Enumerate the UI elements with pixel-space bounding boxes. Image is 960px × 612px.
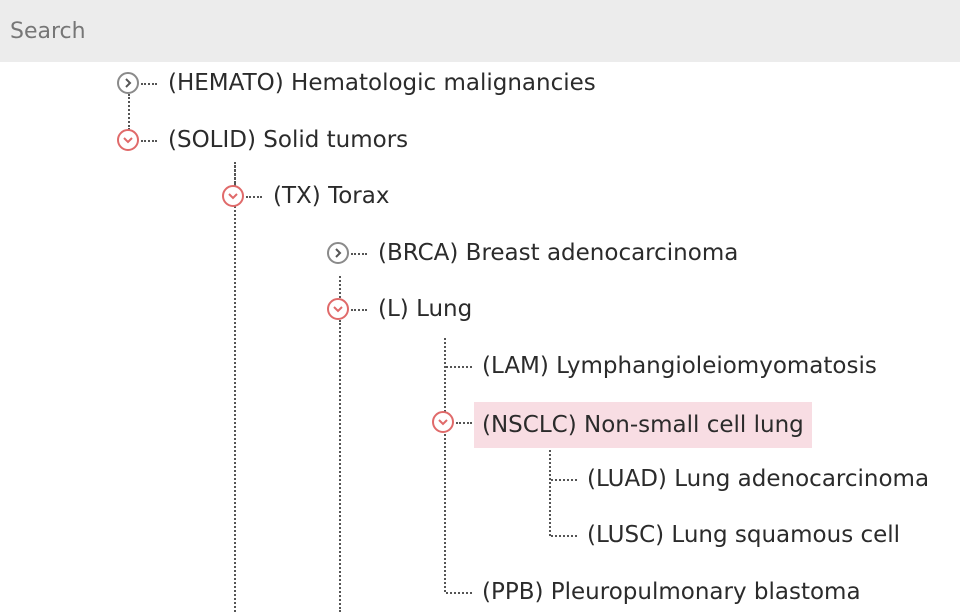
chevron-right-icon (335, 248, 342, 258)
chevron-down-icon (333, 306, 343, 313)
connector-lung-children (444, 338, 446, 592)
chevron-down-icon (438, 419, 448, 426)
tree-node-luad[interactable]: (LUAD) Lung adenocarcinoma (587, 466, 930, 492)
tree-view: (HEMATO) Hematologic malignancies (SOLID… (0, 62, 960, 612)
search-input[interactable] (10, 18, 960, 44)
tree-node-nsclc[interactable]: (NSCLC) Non-small cell lung (474, 402, 812, 448)
tree-node-lusc[interactable]: (LUSC) Lung squamous cell (587, 522, 901, 548)
connector-h-luad (551, 479, 577, 481)
search-bar (0, 0, 960, 62)
tree-node-tx[interactable]: (TX) Torax (273, 183, 390, 209)
toggle-nsclc[interactable] (432, 411, 454, 433)
connector-tx-stub (234, 162, 236, 186)
chevron-down-icon (123, 137, 133, 144)
tree-node-hemato[interactable]: (HEMATO) Hematologic malignancies (168, 70, 596, 96)
connector-h-ppb (446, 592, 472, 594)
tree-node-l[interactable]: (L) Lung (378, 296, 473, 322)
connector-h-lusc (551, 535, 577, 537)
connector-h-tx (246, 196, 262, 198)
toggle-l[interactable] (327, 298, 349, 320)
toggle-solid[interactable] (117, 129, 139, 151)
chevron-right-icon (125, 78, 132, 88)
connector-l (339, 320, 341, 612)
toggle-tx[interactable] (222, 185, 244, 207)
chevron-down-icon (228, 193, 238, 200)
toggle-brca[interactable] (327, 242, 349, 264)
connector-h-brca (351, 253, 367, 255)
tree-node-lam[interactable]: (LAM) Lymphangioleiomyomatosis (482, 353, 877, 379)
tree-node-brca[interactable]: (BRCA) Breast adenocarcinoma (378, 240, 739, 266)
connector-brca (339, 276, 341, 302)
connector-nsclc-children (549, 450, 551, 536)
connector-h-hemato (141, 83, 157, 85)
connector-tx (234, 166, 236, 612)
connector-h-l (351, 309, 367, 311)
connector-root (128, 94, 130, 130)
toggle-hemato[interactable] (117, 72, 139, 94)
connector-h-lam (446, 366, 472, 368)
tree-node-ppb[interactable]: (PPB) Pleuropulmonary blastoma (482, 579, 861, 605)
connector-h-nsclc (456, 422, 472, 424)
connector-h-solid (141, 140, 157, 142)
tree-node-solid[interactable]: (SOLID) Solid tumors (168, 127, 409, 153)
